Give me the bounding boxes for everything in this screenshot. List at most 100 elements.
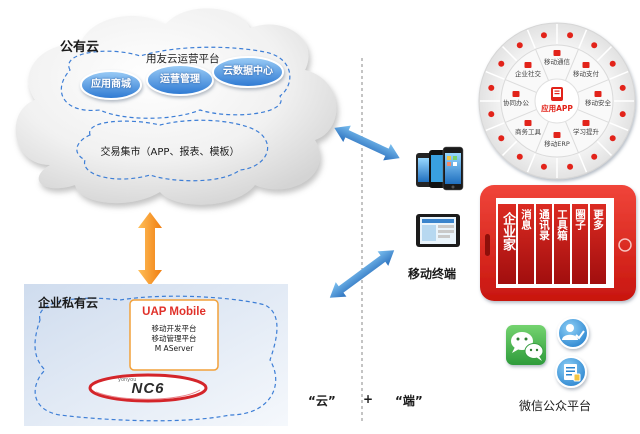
slogan-cloud: “云” [308,394,336,408]
document-icon [555,356,587,388]
blue-double-arrow-bottom [329,250,395,298]
wheel-outer-divider [485,70,505,80]
app-tile [518,204,534,284]
tile-label: 工具箱 [556,209,568,241]
wheel-segment-label: 移动通信 [544,57,571,66]
wheel-outer-divider [596,140,612,156]
phone-home-button [618,238,632,252]
tile-label: 通讯录 [538,209,550,241]
wheel-outer-app-icon [488,84,495,91]
wheel-inner-divider [535,121,550,153]
wheel-segment: 移动通信 [544,50,571,66]
wheel-outer-divider [609,70,629,80]
wheel-outer-app-icon [488,111,495,118]
wheel-outer-app-icon [516,153,523,160]
tablet-icon [416,214,460,247]
uap-item: 移动开发平台 [151,324,197,333]
platform-title: 用友云运营平台 [146,53,220,65]
wheel-outer-app-icon [609,60,616,67]
wheel-outer-divider [596,46,612,62]
operations-label: 运营管理 [160,74,200,85]
wheel-segment: 移动支付 [573,62,600,78]
wheel-decoration [480,24,634,178]
wheel-segment: 学习提升 [573,120,600,136]
tile-label: 圈子 [574,209,586,230]
segment-app-icon [553,50,561,56]
phone-speaker [485,234,490,256]
wheel-segment: 移动安全 [585,91,612,107]
wheel-outer-divider [502,46,518,62]
public-cloud-title: 公有云 [60,40,100,55]
wechat-platform-label: 微信公众平台 [518,399,591,413]
wheel-outer-app-icon [619,111,626,118]
wheel-outer-divider [526,29,536,49]
nc6-logo-swoosh [95,389,201,400]
slogan-end: “端” [395,394,423,408]
market-dashed-outline [76,119,269,182]
wheel-center-label: 应用APP [541,103,573,113]
wheel-outer-app-icon [540,163,547,170]
enterprise-app-title: 企业家 [500,212,515,251]
wheel-outer-divider [578,29,588,49]
wheel-outer-app-icon [498,60,505,67]
wheel-segment-label: 商务工具 [515,127,542,136]
wheel-inner-divider [577,108,609,123]
smartphone-icon [416,146,464,191]
operations-oval [146,64,214,96]
wheel-outer-app-icon [498,135,505,142]
orange-double-arrow [138,212,162,286]
uap-item: M AServer [154,344,194,353]
slogan-plus: + [363,392,374,406]
wheel-inner-divider [505,108,537,123]
private-cloud-dashed-outline [34,295,278,422]
segment-app-icon [524,120,532,126]
wheel-inner-divider [564,49,579,81]
wheel-outer-app-icon [540,32,547,39]
wheel-outer-divider [526,153,536,173]
wheel-outer-app-icon [516,42,523,49]
wheel-segment: 协同办公 [503,91,530,107]
user-check-icon [557,317,589,349]
mobile-terminal-label: 移动终端 [408,267,457,281]
segment-app-icon [524,62,532,68]
market-label: 交易集市（APP、报表、模板） [100,147,240,158]
platform-dashed-outline [60,46,291,119]
tile-label: 消息 [520,209,532,230]
app-wheel: 移动通信 移动支付 移动安全 学习提升 移动ERP 商务工具 [478,22,636,180]
private-cloud-title: 企业私有云 [38,296,99,310]
wheel-outer-app-icon [567,32,574,39]
wheel-outer-divider [578,153,588,173]
app-tile [590,204,606,284]
wheel-segment-label: 移动支付 [573,69,600,78]
nc6-logo-text: NC6 [131,380,165,397]
segment-app-icon [582,120,590,126]
app-tile [572,204,588,284]
wheel-inner-divider [564,121,579,153]
wheel-outer-app-icon [609,135,616,142]
data-center-oval [212,56,284,88]
tile-label: 更多 [592,209,604,230]
enterprise-title-tile [498,204,516,284]
segment-app-icon [594,91,602,97]
segment-app-icon [512,91,520,97]
wheel-segment-label: 协同办公 [503,98,530,107]
nc6-logo-brand: yonyou [118,377,137,383]
wheel-outer-app-icon [591,42,598,49]
wheel-inner-divider [505,79,537,94]
segment-app-icon [582,62,590,68]
wheel-outer-divider [502,140,518,156]
wheel-outer-divider [485,122,505,132]
wheel-outer-app-icon [591,153,598,160]
uap-item: 移动管理平台 [151,334,197,343]
wheel-inner-divider [535,49,550,81]
wheel-outer-app-icon [619,84,626,91]
blue-double-arrow-top [334,125,400,161]
uap-mobile-title: UAP Mobile [142,306,206,318]
app-tile [554,204,570,284]
nc6-logo-ring [88,373,208,403]
app-tile [536,204,552,284]
data-center-label: 云数据中心 [223,66,273,77]
wheel-outer-app-icon [567,163,574,170]
wheel-segment-label: 移动安全 [585,98,612,107]
